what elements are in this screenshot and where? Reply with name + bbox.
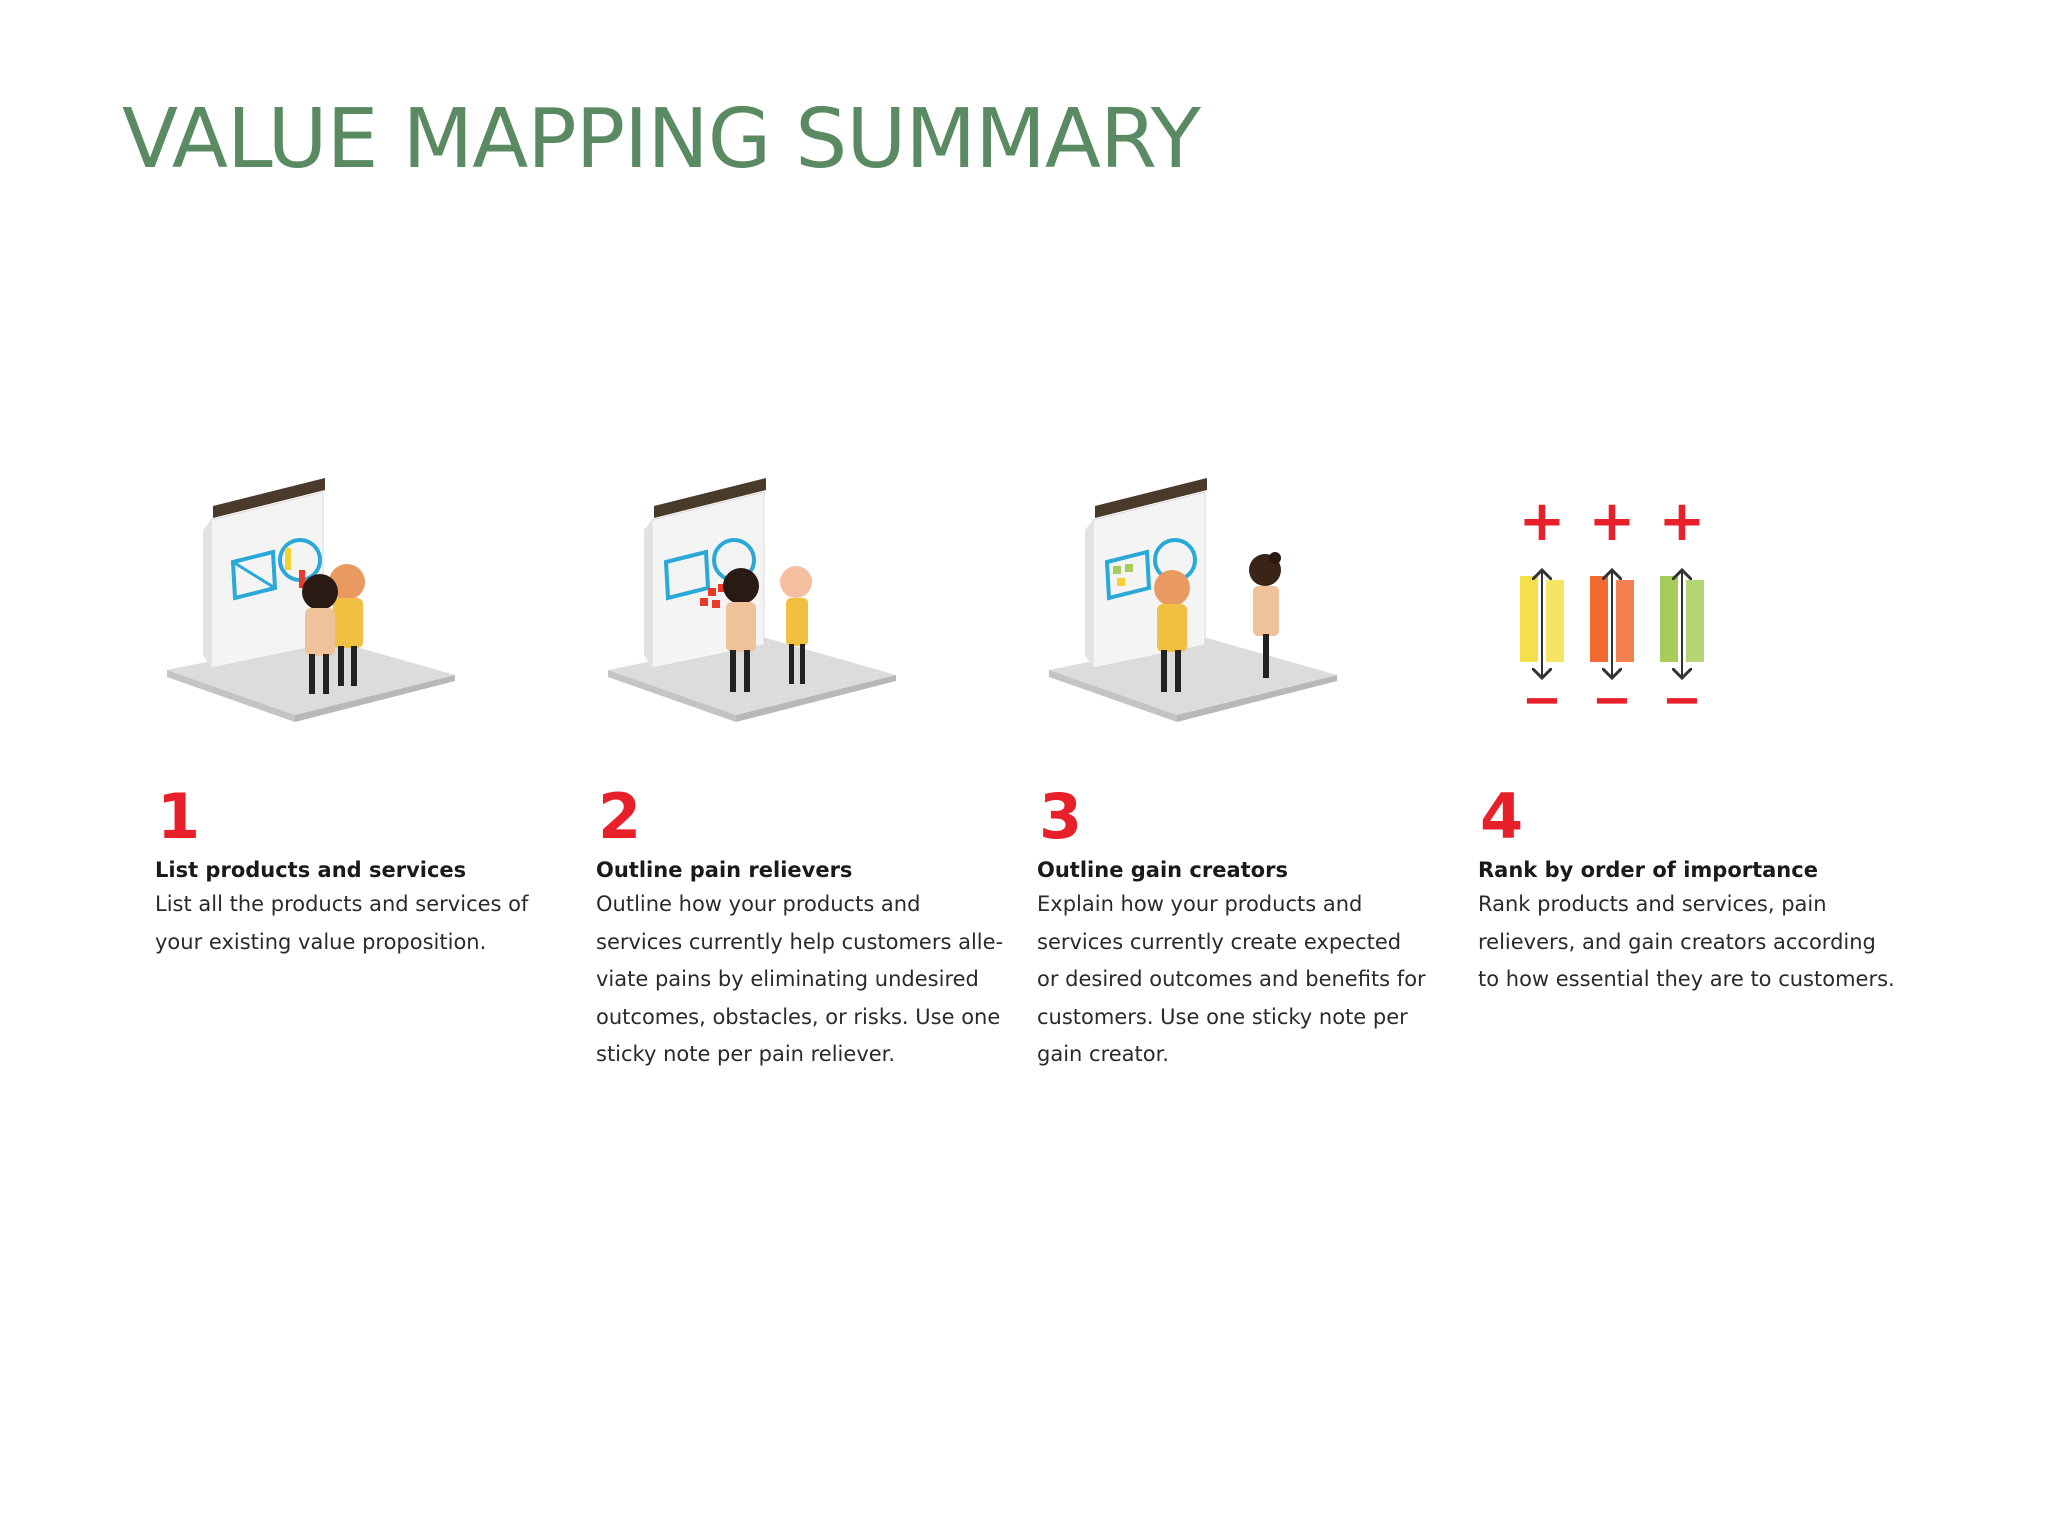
step-number: 2 (598, 780, 642, 853)
step-number: 3 (1039, 780, 1083, 853)
step-description: Outline how your products and services c… (596, 892, 1004, 1066)
step-4: + − + − + − 4 Rank by order of importanc… (1478, 470, 1918, 999)
workshop-illustration-2 (608, 478, 896, 722)
step-title: Outline gain creators (1037, 858, 1288, 882)
minus-icon: − (1662, 672, 1702, 728)
plus-icon: + (1589, 489, 1636, 554)
step-title: List products and services (155, 858, 467, 882)
step-description: Explain how your products and services c… (1037, 892, 1426, 1066)
slide-title: VALUE MAPPING SUMMARY (122, 92, 1201, 187)
plus-icon: + (1659, 489, 1706, 554)
step-number: 4 (1480, 780, 1524, 853)
workshop-illustration-1 (167, 478, 455, 722)
plus-icon: + (1519, 489, 1566, 554)
rank-column-yellow: + − (1519, 489, 1566, 728)
step-1: 1 List products and services List all th… (155, 470, 595, 961)
minus-icon: − (1522, 672, 1562, 728)
step-title: Rank by order of importance (1478, 858, 1818, 882)
step-description: List all the products and services of yo… (155, 892, 529, 954)
step-3: 3 Outline gain creators Explain how your… (1037, 470, 1477, 1074)
minus-icon: − (1592, 672, 1632, 728)
workshop-illustration-3 (1049, 478, 1337, 722)
rank-column-orange: + − (1589, 489, 1636, 728)
rank-column-green: + − (1659, 489, 1706, 728)
step-number: 1 (157, 780, 201, 853)
ranking-illustration: + − + − + − (1519, 489, 1706, 728)
step-2: 2 Outline pain relievers Outline how you… (596, 470, 1036, 1074)
step-title: Outline pain relievers (596, 858, 853, 882)
step-description: Rank products and services, pain relieve… (1478, 892, 1895, 991)
